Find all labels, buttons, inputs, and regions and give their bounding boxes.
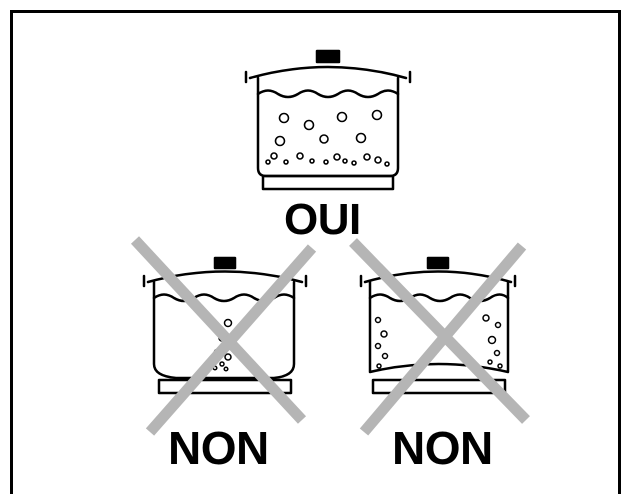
label-non-right: NON	[392, 425, 493, 471]
pot-correct-bubbles	[266, 111, 389, 167]
pot-correct-base	[263, 176, 393, 189]
pot-correct-lid	[250, 67, 406, 78]
pot-wrong-right-water	[370, 295, 508, 302]
pot-wrong-left-lid-knob	[215, 258, 235, 268]
label-non-left: NON	[168, 425, 269, 471]
pot-correct-water	[258, 91, 398, 98]
label-oui: OUI	[284, 198, 361, 242]
pot-correct	[246, 51, 410, 189]
pot-wrong-right-lid-knob	[428, 258, 448, 268]
pot-correct-lid-knob	[317, 51, 339, 62]
